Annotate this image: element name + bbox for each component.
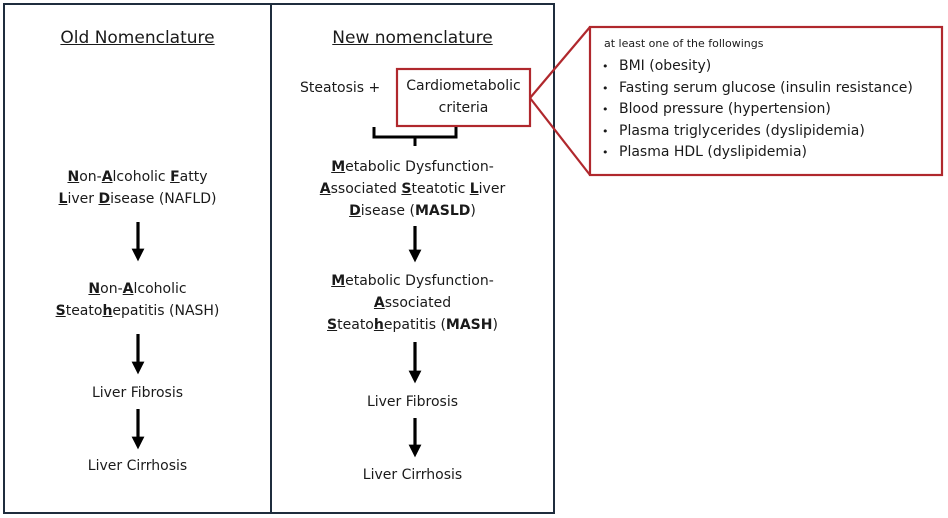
acronym: MASH [445, 317, 493, 333]
criteria-item: Plasma triglycerides (dyslipidemia) [602, 121, 913, 143]
initial-letter: S [55, 303, 66, 319]
text-run: iver [478, 181, 506, 197]
initial-letter: S [327, 317, 338, 333]
text-run: ) [470, 203, 476, 219]
initial-letter: N [88, 281, 101, 297]
criteria-list: BMI (obesity) Fasting serum glucose (ins… [602, 56, 913, 164]
initial-letter: A [319, 181, 331, 197]
initial-letter: D [98, 191, 111, 207]
new-stage-masld-line2: Associated Steatotic Liver [271, 178, 554, 200]
acronym: MASLD [414, 203, 471, 219]
new-stage-masld-line3: Disease (MASLD) [271, 200, 554, 222]
criteria-item: BMI (obesity) [602, 56, 913, 78]
cardiometabolic-line2: criteria [438, 100, 489, 116]
text-run: isease (NAFLD) [110, 191, 217, 207]
initial-letter: L [58, 191, 68, 207]
text-run: teato [65, 303, 103, 319]
initial-letter: h [102, 303, 113, 319]
new-stage-mash-line3: Steatohepatitis (MASH) [271, 314, 554, 336]
old-stage-cirrhosis: Liver Cirrhosis [87, 458, 188, 474]
initial-letter: L [469, 181, 479, 197]
criteria-box [588, 25, 944, 177]
text-run: teatotic [411, 181, 470, 197]
criteria-item: Fasting serum glucose (insulin resistanc… [602, 78, 913, 100]
text-run: epatitis ( [383, 317, 446, 333]
text-run: on- [100, 281, 123, 297]
new-stage-cirrhosis: Liver Cirrhosis [362, 467, 463, 483]
criteria-title: at least one of the followings [604, 37, 764, 50]
old-stage-nash: Non-Alcoholic Steatohepatitis (NASH) [4, 278, 271, 322]
old-stage-nafld: Non-Alcoholic Fatty Liver Disease (NAFLD… [4, 166, 271, 210]
text-run: teato [337, 317, 374, 333]
new-stage-mash: Metabolic Dysfunction- Associated Steato… [271, 270, 554, 336]
old-stage-fibrosis: Liver Fibrosis [91, 385, 184, 401]
criteria-item: Blood pressure (hypertension) [602, 99, 913, 121]
text-run: isease ( [360, 203, 415, 219]
initial-letter: N [67, 169, 80, 185]
initial-letter: S [401, 181, 412, 197]
text-run: etabolic Dysfunction- [345, 273, 494, 289]
initial-letter: M [331, 273, 346, 289]
new-stage-masld-line1: Metabolic Dysfunction- [271, 156, 554, 178]
initial-letter: A [101, 169, 113, 185]
new-stage-mash-line2: Associated [271, 292, 554, 314]
text-run: ssociated [330, 181, 402, 197]
callout-line-bottom [529, 97, 591, 176]
text-run: on- [79, 169, 102, 185]
old-stage-nash-line2: Steatohepatitis (NASH) [4, 300, 271, 322]
old-heading: Old Nomenclature [60, 28, 215, 48]
old-stage-nafld-line1: Non-Alcoholic Fatty [4, 166, 271, 188]
new-heading: New nomenclature [332, 28, 493, 48]
initial-letter: F [170, 169, 180, 185]
new-stage-masld: Metabolic Dysfunction- Associated Steato… [271, 156, 554, 222]
initial-letter: A [122, 281, 134, 297]
steatosis-label: Steatosis + [300, 80, 381, 96]
brace [372, 127, 458, 146]
initial-letter: A [373, 295, 385, 311]
initial-letter: D [349, 203, 361, 219]
old-stage-nash-line1: Non-Alcoholic [4, 278, 271, 300]
old-stage-nafld-line2: Liver Disease (NAFLD) [4, 188, 271, 210]
new-stage-mash-line1: Metabolic Dysfunction- [271, 270, 554, 292]
criteria-item: Plasma HDL (dyslipidemia) [602, 142, 913, 164]
text-run: lcoholic [133, 281, 187, 297]
text-run: ) [492, 317, 498, 333]
text-run: ssociated [384, 295, 452, 311]
new-panel-frame [270, 3, 555, 514]
initial-letter: h [373, 317, 384, 333]
callout-line-top [529, 26, 591, 99]
cardiometabolic-label: Cardiometabolic criteria [397, 75, 530, 119]
text-run: etabolic Dysfunction- [345, 159, 494, 175]
text-run: lcoholic [112, 169, 171, 185]
initial-letter: M [331, 159, 346, 175]
text-run: epatitis (NASH) [112, 303, 220, 319]
text-run: atty [179, 169, 208, 185]
text-run: iver [67, 191, 99, 207]
new-stage-fibrosis: Liver Fibrosis [366, 394, 459, 410]
cardiometabolic-line1: Cardiometabolic [406, 78, 521, 94]
